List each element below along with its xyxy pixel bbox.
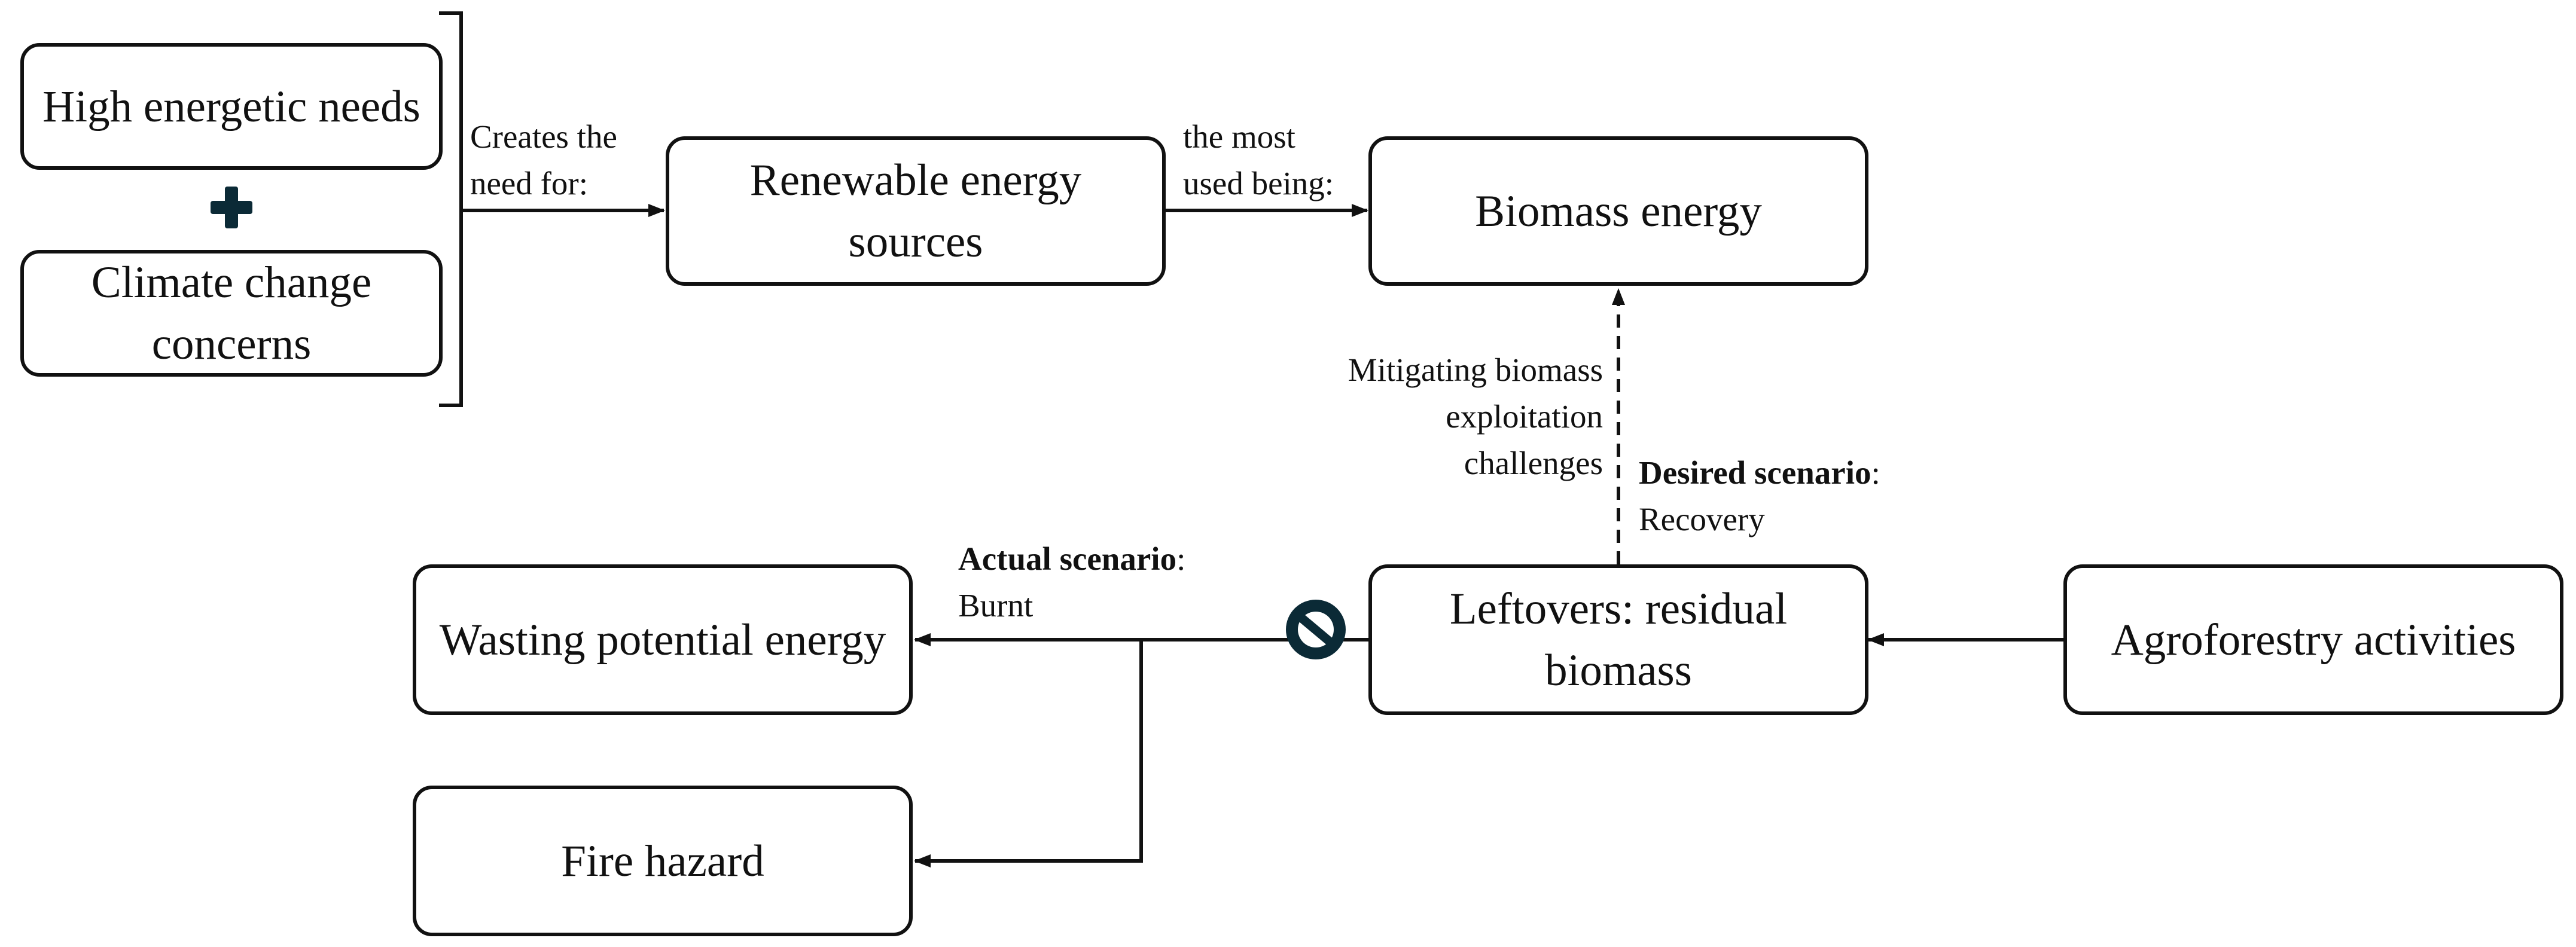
prohibited-icon	[1286, 600, 1346, 659]
arrow-to-fire-hazard	[914, 640, 1143, 867]
node-agroforestry-activities: Agroforestry activities	[2063, 564, 2563, 715]
label-desired-scenario: Desired scenario: Recovery	[1639, 454, 1880, 537]
label-actual-scenario: Actual scenario: Burnt	[958, 540, 1186, 624]
node-climate-change-concerns: Climate change concerns	[20, 250, 443, 377]
node-label: Wasting potential energy	[439, 615, 886, 665]
node-label: Renewable energy sources	[749, 155, 1082, 267]
node-label: Biomass energy	[1475, 186, 1762, 236]
node-fire-hazard: Fire hazard	[413, 786, 913, 936]
plus-icon	[211, 187, 252, 228]
label-creates-the-need-for: Creates the need for:	[470, 118, 617, 201]
node-label: Climate change concerns	[91, 258, 372, 369]
node-label: Agroforestry activities	[2111, 615, 2516, 665]
node-label: High energetic needs	[42, 81, 420, 132]
node-high-energetic-needs: High energetic needs	[20, 43, 443, 170]
node-label: Leftovers: residual biomass	[1449, 584, 1788, 695]
node-label: Fire hazard	[561, 836, 764, 886]
node-renewable-energy-sources: Renewable energy sources	[666, 136, 1166, 286]
label-the-most-used-being: the most used being:	[1183, 118, 1334, 201]
node-wasting-potential-energy: Wasting potential energy	[413, 564, 913, 715]
label-mitigating-biomass-challenges: Mitigating biomass exploitation challeng…	[1348, 352, 1603, 481]
node-biomass-energy: Biomass energy	[1368, 136, 1868, 286]
node-leftovers-residual-biomass: Leftovers: residual biomass	[1368, 564, 1868, 715]
